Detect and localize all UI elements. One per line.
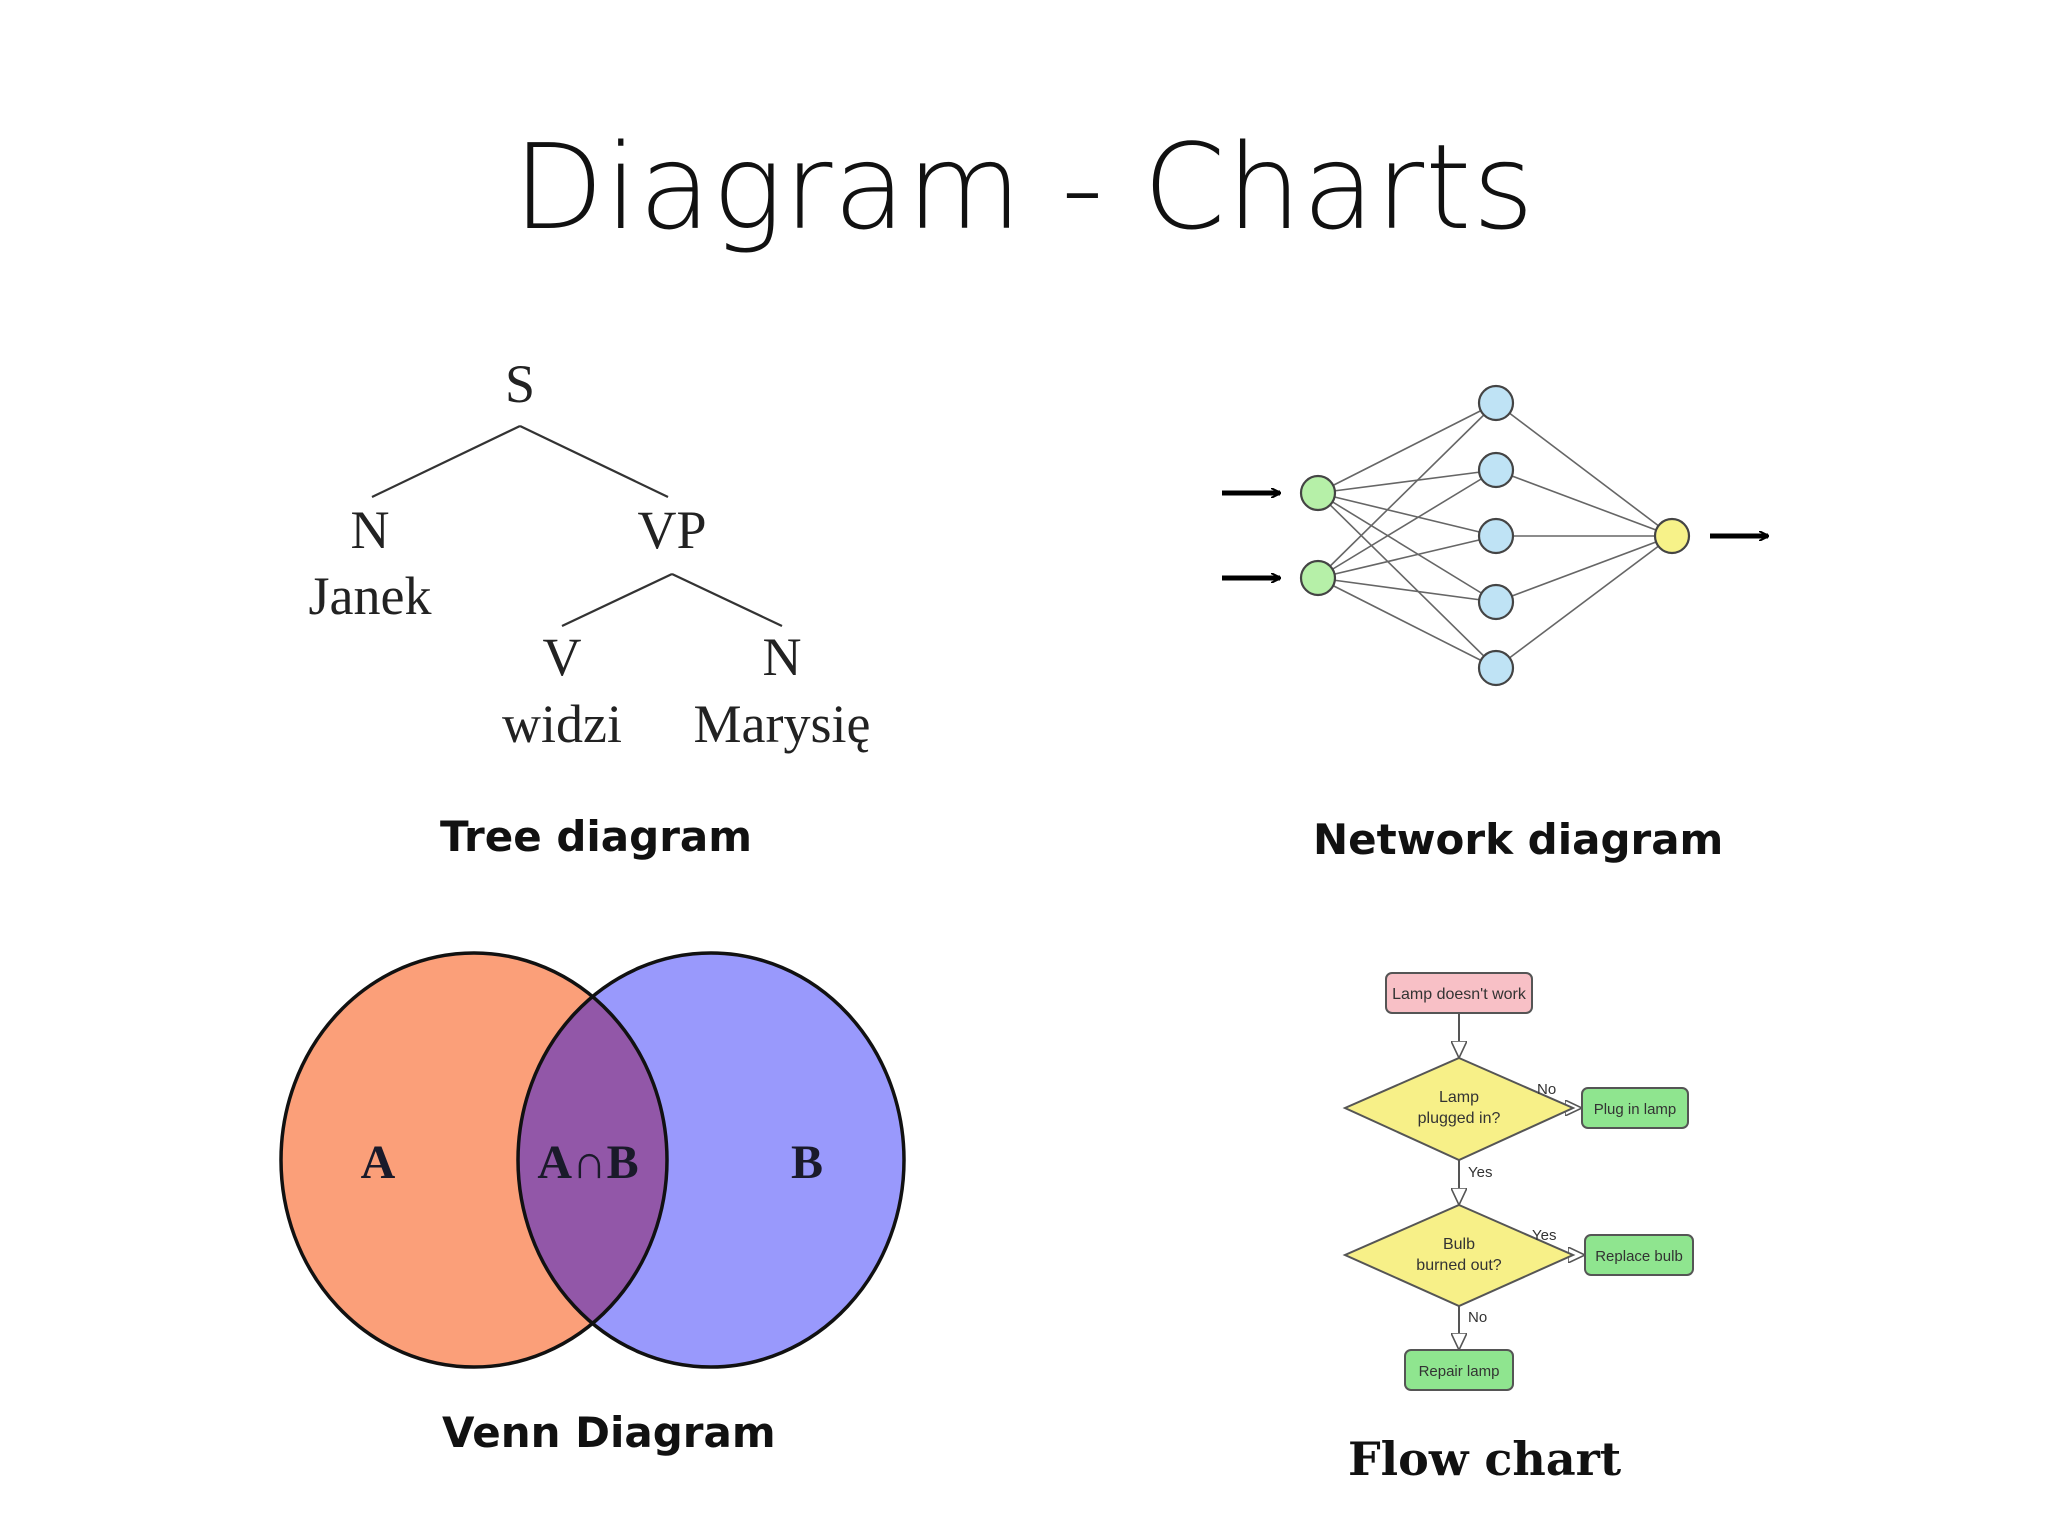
- slide-title: Diagram - Charts: [513, 118, 1535, 256]
- flow-action-plug-in: [1581, 1087, 1689, 1129]
- network-hidden-node-4: [1477, 583, 1515, 621]
- venn-outline-b: [516, 951, 906, 1369]
- venn-diagram: A A∩B B: [279, 951, 906, 1369]
- network-diagram: [1222, 384, 1768, 687]
- flow-label-q1-yes: Yes: [1468, 1164, 1492, 1181]
- network-output-node: [1653, 517, 1691, 555]
- network-input-node-2: [1299, 559, 1337, 597]
- flow-decision-burned-line1: Bulb: [1443, 1236, 1475, 1253]
- tree-node-vp: VP: [637, 500, 706, 560]
- network-hidden-node-3: [1477, 517, 1515, 555]
- network-edge-in2-h5: [1317, 577, 1497, 669]
- venn-outline-a: [279, 951, 669, 1369]
- tree-node-n2: N: [763, 627, 802, 687]
- network-hidden-node-5: [1477, 649, 1515, 687]
- network-edge-in2-h4: [1317, 577, 1497, 603]
- flow-action-repair-lamp-label: Repair lamp: [1419, 1363, 1500, 1380]
- network-edge-h1-out: [1495, 402, 1673, 537]
- flow-decision-plugged-line2: plugged in?: [1418, 1110, 1501, 1127]
- tree-node-v: V: [543, 627, 582, 687]
- flow-action-plug-in-label: Plug in lamp: [1594, 1101, 1677, 1118]
- venn-label-ab: A∩B: [537, 1136, 638, 1189]
- tree-node-n: N: [351, 500, 390, 560]
- tree-leaf-janek: Janek: [309, 566, 432, 626]
- network-hidden-node-1: [1477, 384, 1515, 422]
- tree-edge-vp-n: [671, 573, 783, 627]
- network-hidden-node-2: [1477, 451, 1515, 489]
- tree-diagram: S N Janek VP V widzi N Marysię: [309, 354, 871, 754]
- venn-label-b: B: [791, 1136, 823, 1189]
- flow-label-q2-yes: Yes: [1532, 1227, 1556, 1244]
- tree-edge-vp-v: [561, 573, 673, 627]
- flow-caption: Flow chart: [1348, 1432, 1622, 1486]
- flow-label-q1-no: No: [1537, 1081, 1556, 1098]
- network-edge-in2-h1: [1317, 402, 1497, 579]
- tree-edge-s-n: [371, 425, 521, 498]
- flow-action-replace-bulb: [1584, 1234, 1694, 1276]
- network-input-node-1: [1299, 474, 1337, 512]
- flow-start-label: Lamp doesn't work: [1392, 986, 1527, 1003]
- network-edge-in1-h3: [1317, 492, 1497, 537]
- venn-label-a: A: [361, 1136, 396, 1189]
- network-edge-in1-h1: [1317, 402, 1497, 494]
- network-nodes: [1299, 384, 1691, 687]
- network-caption: Network diagram: [1313, 815, 1724, 864]
- tree-edge-s-vp: [519, 425, 669, 498]
- flow-chart: Lamp doesn't work Lamp plugged in? No Ye…: [1342, 972, 1694, 1391]
- network-edges: [1317, 402, 1673, 669]
- network-edge-in1-h5: [1317, 492, 1497, 669]
- flow-decision-plugged: [1342, 1056, 1576, 1162]
- network-edge-in1-h4: [1317, 492, 1497, 603]
- venn-intersection: [518, 953, 667, 1367]
- network-edge-in1-h2: [1317, 469, 1497, 494]
- network-edge-in2-h3: [1317, 535, 1497, 579]
- tree-leaf-marysie: Marysię: [694, 694, 871, 754]
- network-edge-h2-out: [1495, 469, 1673, 537]
- network-edge-h5-out: [1495, 535, 1673, 669]
- flow-decision-burned: [1342, 1203, 1576, 1308]
- tree-leaf-widzi: widzi: [502, 694, 622, 754]
- flow-decision-burned-line2: burned out?: [1416, 1257, 1502, 1274]
- flow-start-box: [1385, 972, 1533, 1014]
- flow-decision-plugged-line1: Lamp: [1439, 1089, 1479, 1106]
- flow-action-replace-bulb-label: Replace bulb: [1595, 1248, 1683, 1265]
- tree-caption: Tree diagram: [440, 812, 753, 861]
- flow-label-q2-no: No: [1468, 1309, 1487, 1326]
- venn-caption: Venn Diagram: [442, 1408, 776, 1457]
- network-edge-in2-h2: [1317, 469, 1497, 579]
- network-edge-h4-out: [1495, 535, 1673, 603]
- flow-action-repair-lamp: [1404, 1349, 1514, 1391]
- tree-node-s: S: [505, 354, 535, 414]
